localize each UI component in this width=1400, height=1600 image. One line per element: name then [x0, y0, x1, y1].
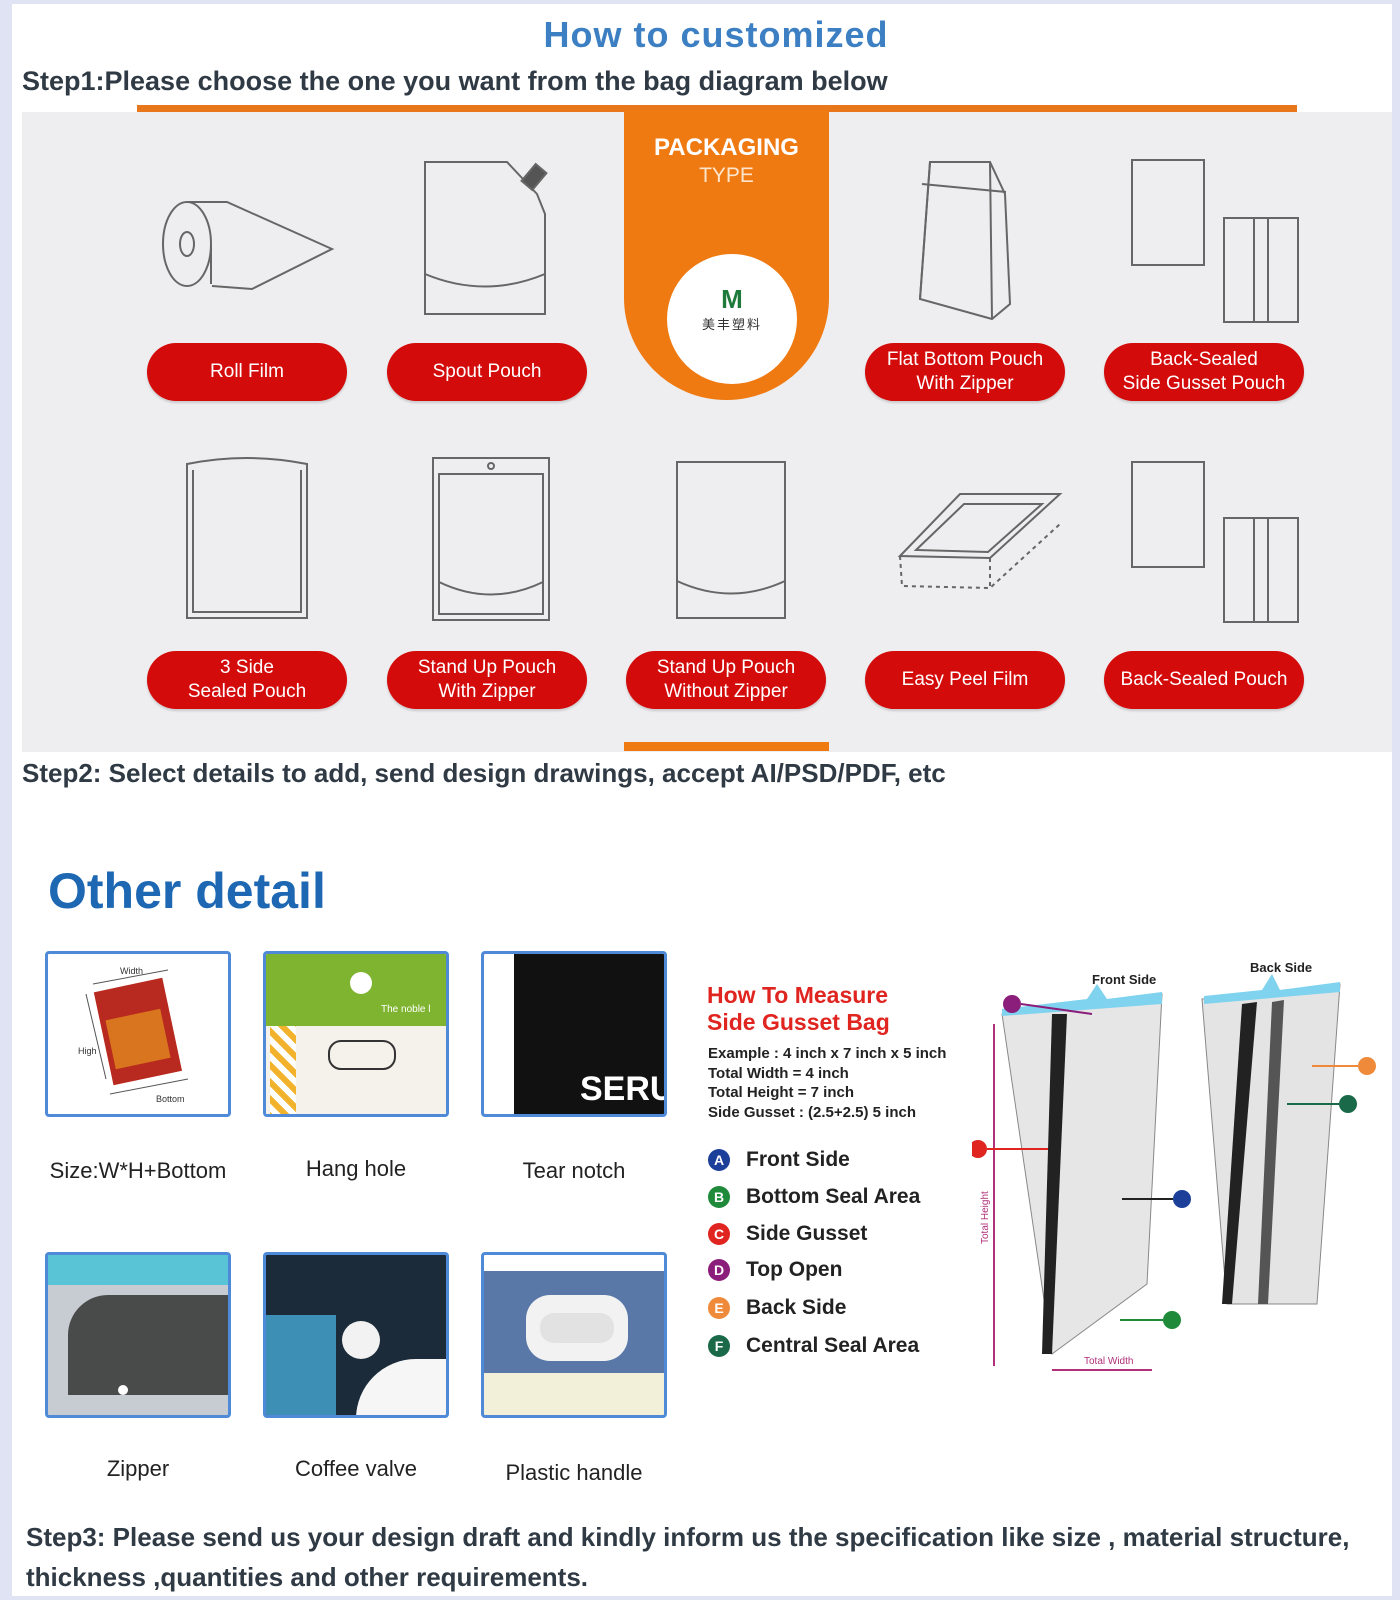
- legend-a: A Front Side: [708, 1145, 850, 1175]
- step3-text: Step3: Please send us your design draft …: [26, 1522, 1350, 1592]
- logo-text: 美丰塑料: [701, 317, 762, 332]
- bottom-label: Bottom: [156, 1094, 185, 1104]
- hang-hole-text: The noble l: [381, 1004, 431, 1015]
- front-side-label: Front Side: [1092, 972, 1156, 987]
- legend-e-label: Back Side: [746, 1296, 847, 1319]
- example-width: Total Width = 4 inch: [708, 1064, 849, 1082]
- banner-title: PACKAGING: [654, 134, 799, 161]
- legend-b-label: Bottom Seal Area: [746, 1185, 921, 1208]
- page-title: How to customized: [543, 14, 889, 55]
- legend-d: D Top Open: [708, 1255, 842, 1285]
- marker-c: [972, 1140, 987, 1158]
- pill-spout-pouch[interactable]: Spout Pouch: [387, 343, 587, 401]
- plastic-handle-photo: [481, 1252, 667, 1418]
- badge-a: A: [708, 1149, 730, 1171]
- caption-tear-notch: Tear notch: [522, 1158, 626, 1183]
- high-label: High: [78, 1046, 97, 1056]
- logo-mark-icon: M: [721, 284, 743, 314]
- badge-b: B: [708, 1186, 730, 1208]
- pill-roll-film[interactable]: Roll Film: [147, 343, 347, 401]
- three-side-sealed-icon: [186, 457, 308, 619]
- step1-text: Step1:Please choose the one you want fro…: [22, 66, 888, 96]
- stand-up-no-zipper-icon: [676, 461, 786, 619]
- total-width-label: Total Width: [1084, 1356, 1133, 1367]
- width-label: Width: [120, 966, 143, 976]
- coffee-valve-photo: [263, 1252, 449, 1418]
- caption-coffee-valve: Coffee valve: [295, 1456, 417, 1481]
- badge-e: E: [708, 1297, 730, 1319]
- measure-title-line2: Side Gusset Bag: [707, 1009, 890, 1035]
- example-gusset: Side Gusset : (2.5+2.5) 5 inch: [708, 1103, 916, 1121]
- example-block: Example : 4 inch x 7 inch x 5 inch Total…: [708, 1044, 946, 1122]
- orange-divider: [137, 105, 1297, 112]
- legend-a-label: Front Side: [746, 1148, 850, 1171]
- step2-text: Step2: Select details to add, send desig…: [22, 758, 946, 788]
- tear-notch-text: SERU: [580, 1070, 667, 1108]
- marker-b: [1163, 1311, 1181, 1329]
- measure-title-line1: How To Measure: [707, 982, 889, 1008]
- back-side-label: Back Side: [1250, 960, 1312, 975]
- legend-b: B Bottom Seal Area: [708, 1182, 920, 1212]
- badge-c: C: [708, 1223, 730, 1245]
- page: How to customized Step1:Please choose th…: [12, 4, 1392, 1596]
- pill-flat-bottom-pouch[interactable]: Flat Bottom Pouch With Zipper: [865, 343, 1065, 401]
- pill-three-side-sealed[interactable]: 3 Side Sealed Pouch: [147, 651, 347, 709]
- example-height: Total Height = 7 inch: [708, 1084, 854, 1101]
- measure-title: How To Measure Side Gusset Bag: [707, 982, 890, 1036]
- pill-back-sealed-pouch[interactable]: Back-Sealed Pouch: [1104, 651, 1304, 709]
- banner-subtitle: TYPE: [699, 164, 754, 187]
- roll-film-icon: [162, 201, 335, 291]
- pill-stand-up-zipper[interactable]: Stand Up Pouch With Zipper: [387, 651, 587, 709]
- legend-f: F Central Seal Area: [708, 1331, 919, 1361]
- back-sealed-pouch-icon: [1131, 461, 1299, 623]
- caption-plastic-handle: Plastic handle: [505, 1460, 643, 1485]
- caption-zipper: Zipper: [106, 1456, 170, 1481]
- company-logo: [667, 254, 797, 384]
- hang-hole-photo: The noble l: [263, 951, 449, 1117]
- caption-size: Size:W*H+Bottom: [49, 1158, 227, 1183]
- marker-f: [1339, 1095, 1357, 1113]
- size-illustration: Width High Bottom: [78, 966, 189, 1104]
- zipper-photo: [45, 1252, 231, 1418]
- orange-accent-bar: [624, 742, 829, 751]
- flat-bottom-pouch-icon: [918, 161, 1012, 321]
- badge-f: F: [708, 1335, 730, 1357]
- pill-back-sealed-gusset[interactable]: Back-Sealed Side Gusset Pouch: [1104, 343, 1304, 401]
- other-detail-heading: Other detail: [48, 863, 326, 919]
- spout-pouch-icon: [424, 161, 548, 315]
- marker-d: [1003, 995, 1021, 1013]
- gusset-bag-diagram: Front Side Back Side Total Height Total …: [972, 960, 1376, 1371]
- badge-d: D: [708, 1259, 730, 1281]
- caption-hang-hole: Hang hole: [305, 1156, 407, 1181]
- back-sealed-gusset-icon: [1131, 159, 1299, 323]
- marker-a: [1173, 1190, 1191, 1208]
- pill-easy-peel-film[interactable]: Easy Peel Film: [865, 651, 1065, 709]
- legend-c-label: Side Gusset: [746, 1222, 868, 1245]
- stand-up-zipper-icon: [432, 457, 550, 621]
- size-photo: Width High Bottom: [45, 951, 231, 1117]
- pill-stand-up-no-zipper[interactable]: Stand Up Pouch Without Zipper: [626, 651, 826, 709]
- legend-f-label: Central Seal Area: [746, 1334, 920, 1357]
- marker-e: [1358, 1057, 1376, 1075]
- easy-peel-film-icon: [897, 493, 1063, 590]
- example-line: Example : 4 inch x 7 inch x 5 inch: [708, 1045, 947, 1062]
- legend-e: E Back Side: [708, 1293, 846, 1323]
- legend-d-label: Top Open: [746, 1258, 843, 1281]
- tear-notch-photo: SERU: [481, 951, 667, 1117]
- total-height-label: Total Height: [980, 1191, 991, 1244]
- legend-c: C Side Gusset: [708, 1219, 867, 1249]
